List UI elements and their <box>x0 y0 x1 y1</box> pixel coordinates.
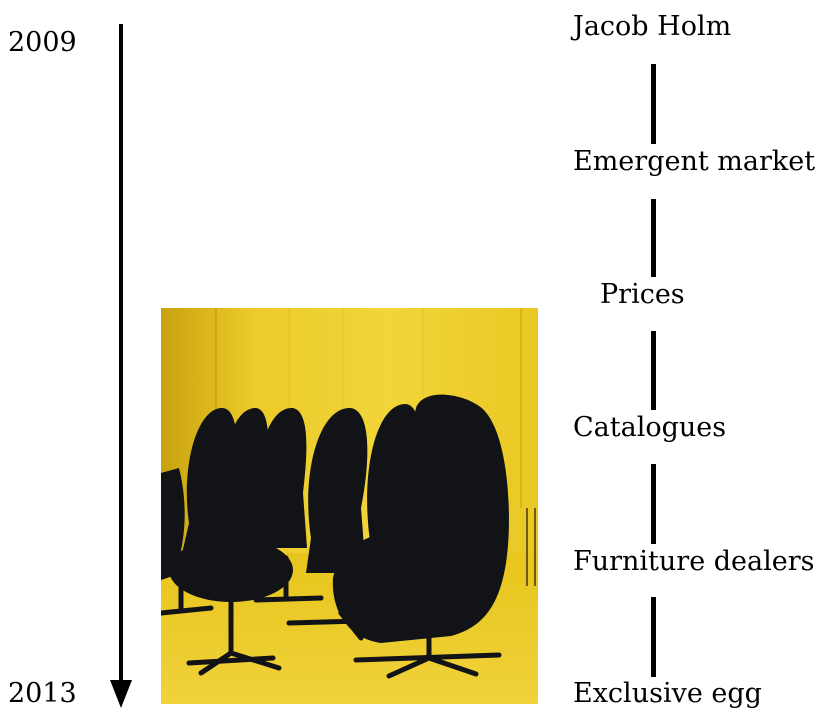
step-jacob-holm: Jacob Holm <box>573 11 732 42</box>
end-year-label: 2013 <box>8 678 77 709</box>
start-year-label: 2009 <box>8 27 77 58</box>
connector-line <box>651 464 656 544</box>
step-emergent-market: Emergent market <box>573 146 816 177</box>
step-catalogues: Catalogues <box>573 412 727 443</box>
step-prices: Prices <box>600 279 685 310</box>
connector-line <box>651 64 656 144</box>
timeline-arrow <box>110 24 132 708</box>
connector-line <box>651 199 656 277</box>
timeline-arrow-head <box>110 680 132 708</box>
connector-line <box>651 331 656 410</box>
egg-chairs-photo <box>161 308 538 704</box>
connector-line <box>651 597 656 677</box>
step-exclusive-egg: Exclusive egg <box>573 678 762 709</box>
step-furniture-dealers: Furniture dealers <box>573 546 815 577</box>
